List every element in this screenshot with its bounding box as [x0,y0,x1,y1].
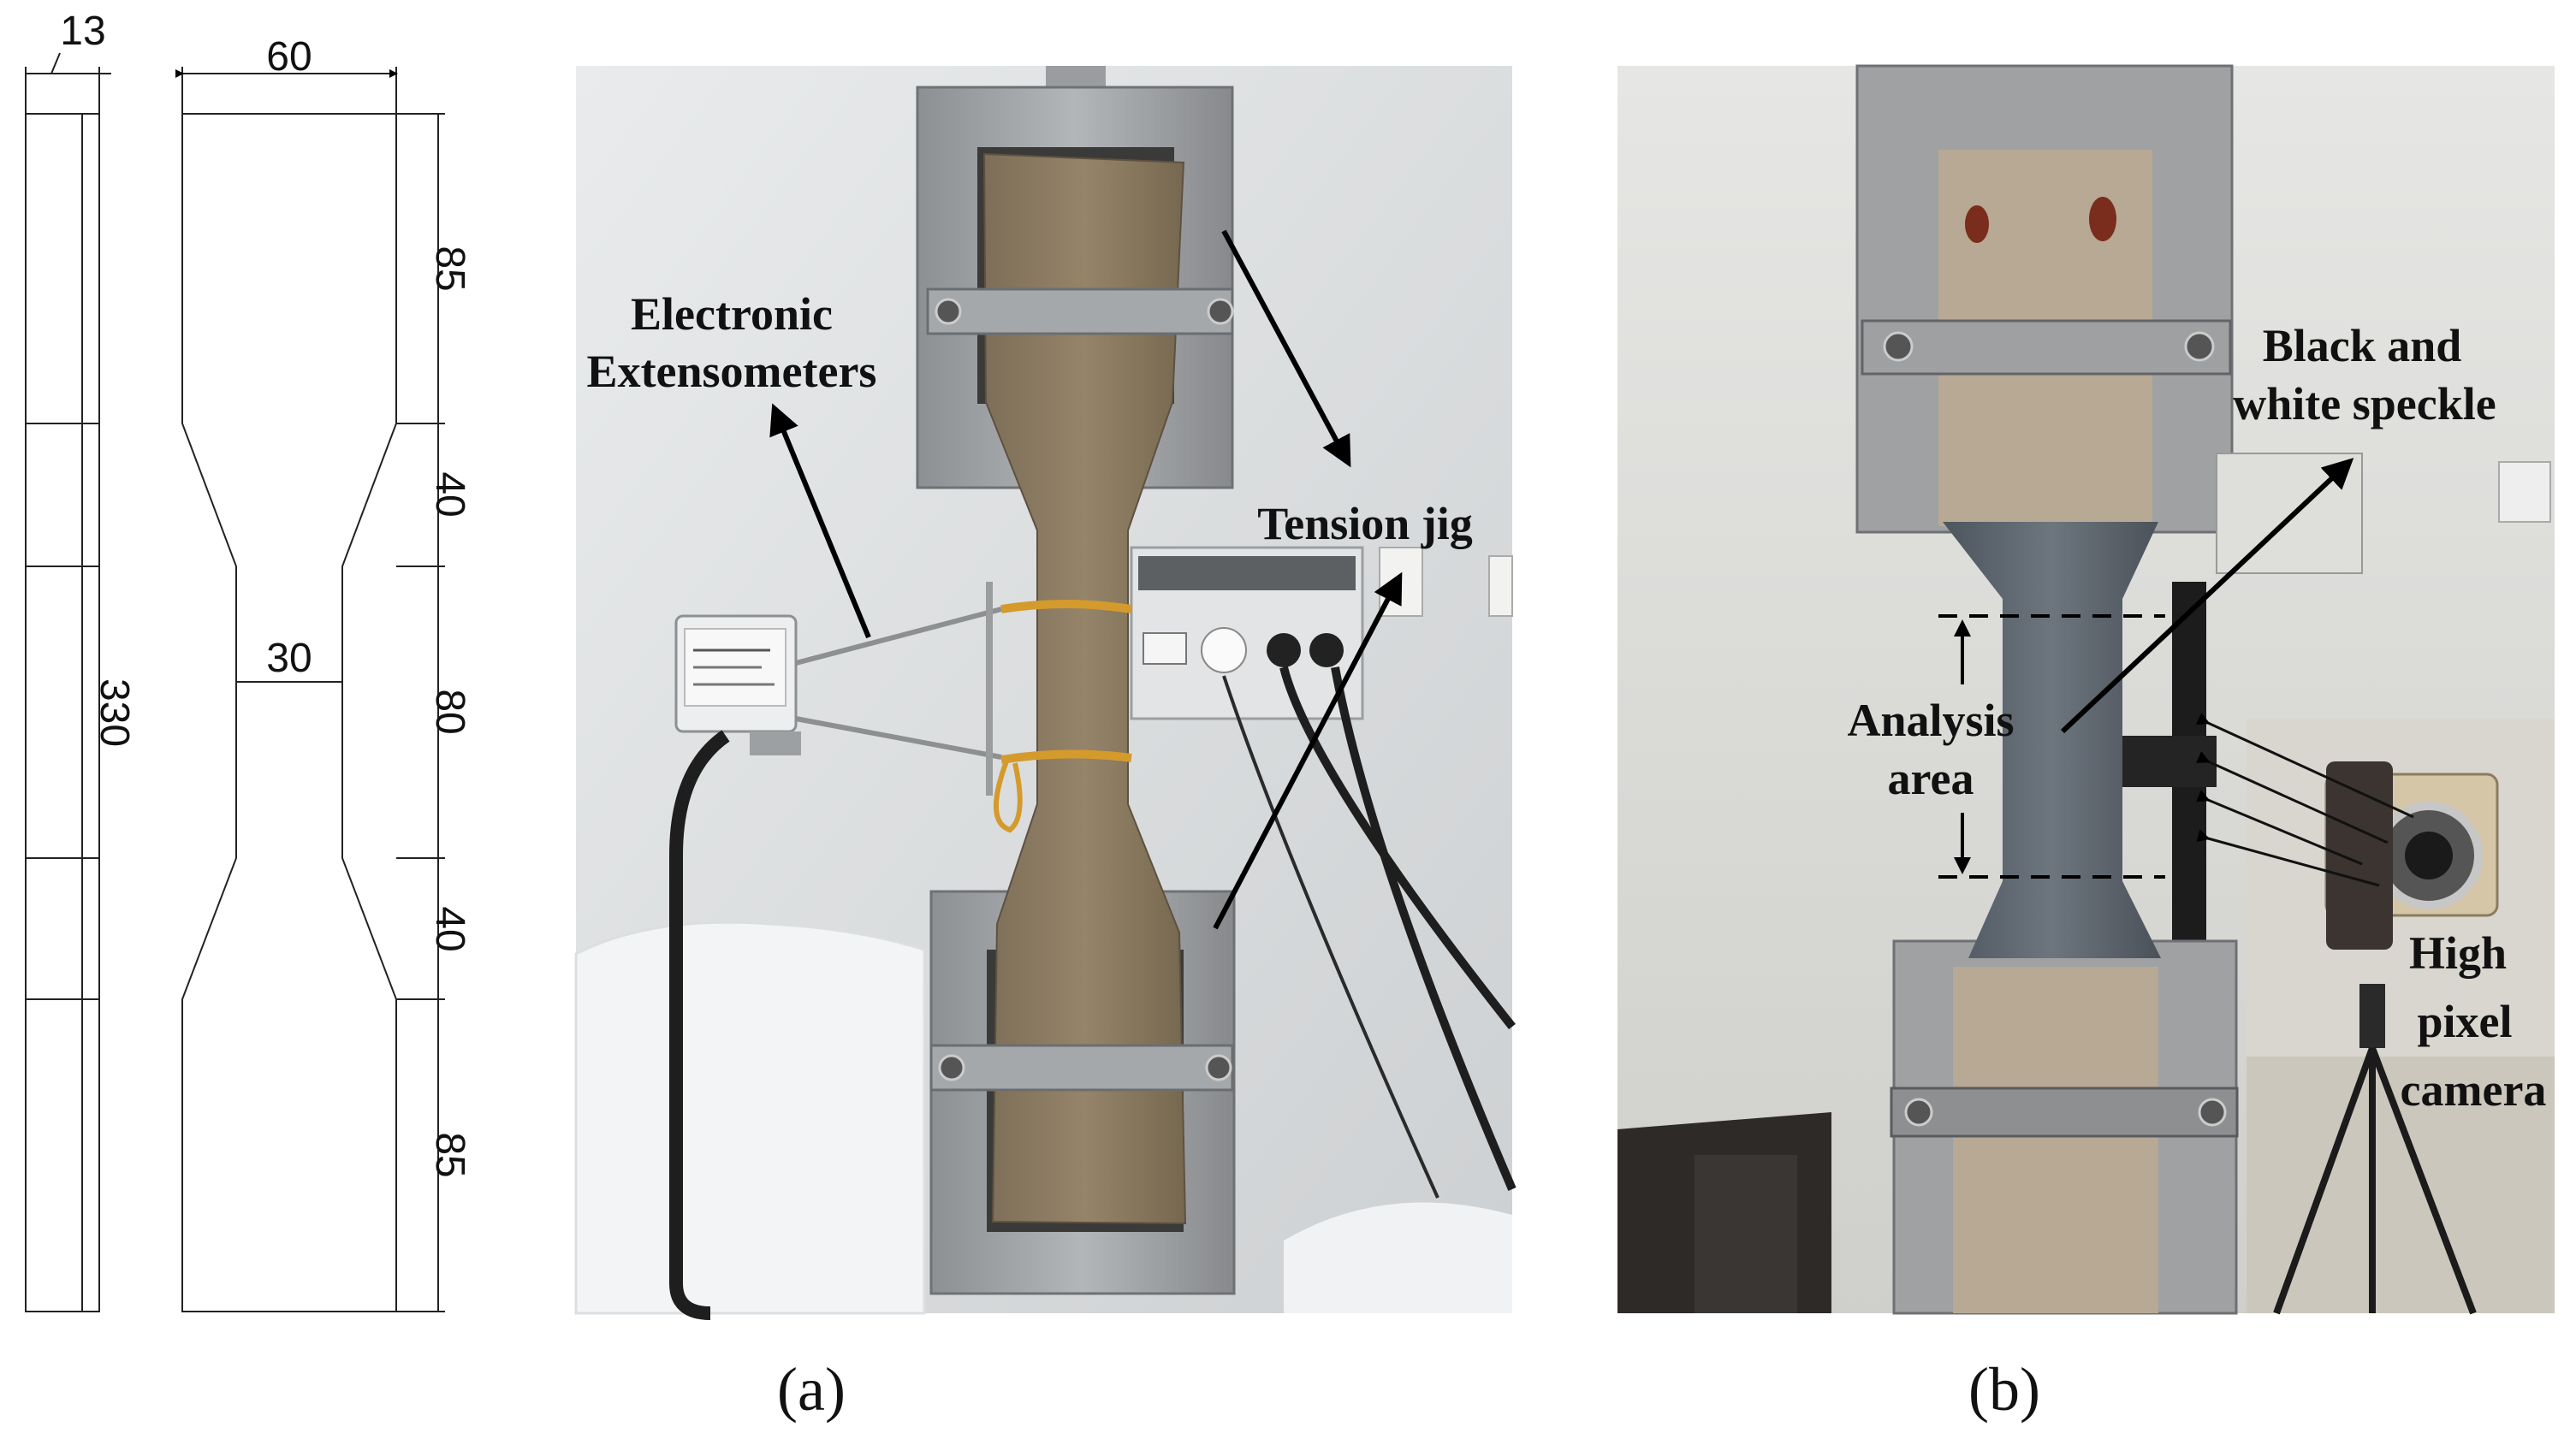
caption-b: (b) [1968,1355,2040,1424]
specimen-drawing [25,52,445,1312]
upper-clamp-plate [926,287,1234,335]
upper-clamp-plate-b [1861,319,2232,376]
label-tension-jig: Tension jig [1257,498,1473,549]
photo-a [574,66,1517,1320]
dim-grip-length-top: 85 [427,246,472,291]
side-view-outline [25,113,100,1312]
tension-jig-arrow-lower [1213,571,1403,930]
speckle-arrow [2060,458,2354,734]
white-cloth [574,921,926,1315]
dim-gauge-length: 80 [427,689,472,734]
label-extensometers-line1: Electronic [631,288,833,340]
tension-jig-arrow-upper [1221,229,1351,468]
dim-grip-width: 60 [266,34,312,80]
label-analysis-line1: Analysis [1847,695,2014,746]
lower-clamp-plate-b [1890,1087,2239,1138]
extensometer-arrow [769,403,871,639]
speckled-specimen [1943,522,2161,958]
dim-transition-bottom: 40 [427,906,472,951]
caption-a: (a) [777,1355,846,1424]
label-camera-line3: camera [2401,1064,2547,1116]
dim-transition-top: 40 [427,471,472,517]
dimension-labels: 13 60 85 40 80 40 85 330 30 [60,9,472,1178]
label-extensometers-line2: Extensometers [587,346,877,397]
front-view-outline [181,113,397,1312]
label-camera-line1: High [2409,927,2507,979]
annotations-b: Black and white speckle Analysis area Hi… [1847,320,2546,1424]
extensometer-cable [669,730,730,1320]
dim-grip-length-bottom: 85 [427,1132,472,1177]
dim-gauge-width: 30 [266,636,312,681]
label-analysis-line2: area [1888,753,1974,804]
dim-thickness: 13 [60,9,105,54]
camera-grip [2326,761,2393,950]
label-speckle-line2: white speckle [2233,378,2496,429]
label-speckle-line1: Black and [2263,320,2462,371]
dim-total-length: 330 [92,678,137,747]
lower-clamp-plate [929,1044,1234,1092]
label-camera-line2: pixel [2417,996,2512,1047]
photo-b [1617,64,2555,1315]
annotations-a: Electronic Extensometers Tension jig (a) [587,229,1473,1424]
dogbone-specimen [982,152,1187,1225]
